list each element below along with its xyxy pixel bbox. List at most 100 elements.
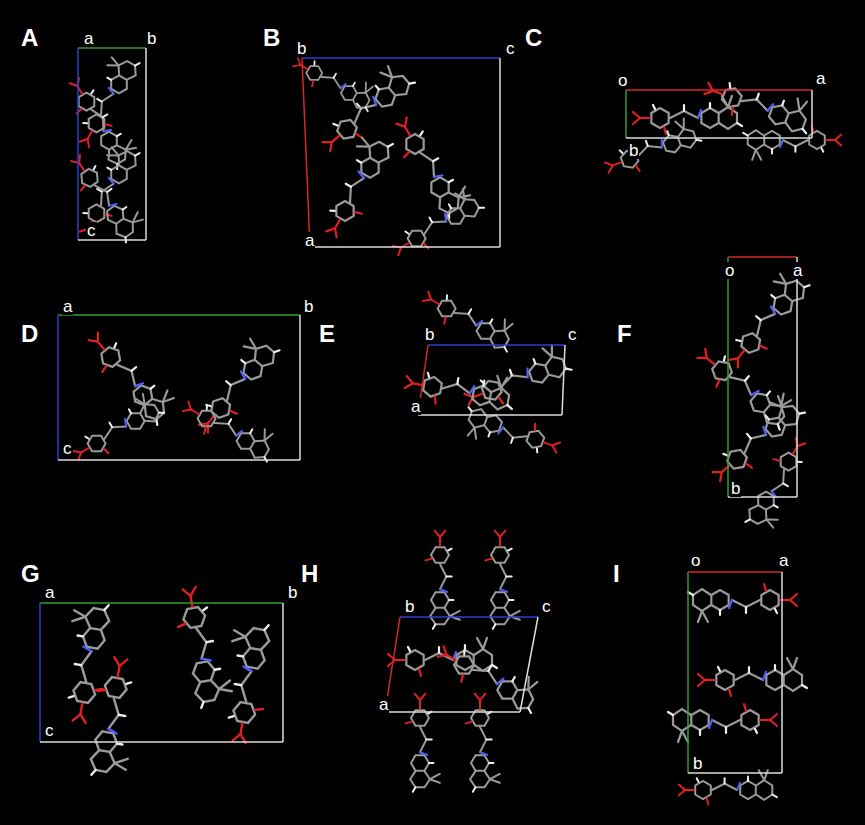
bond — [413, 383, 423, 385]
bond — [633, 118, 640, 124]
axis-label: a — [778, 552, 789, 569]
bond — [107, 189, 111, 192]
bond — [346, 184, 351, 187]
bond — [91, 769, 95, 775]
bond — [743, 133, 748, 136]
bond — [499, 397, 503, 404]
bond — [443, 317, 448, 323]
bond — [405, 382, 413, 389]
bond — [431, 547, 449, 563]
bond — [420, 694, 425, 700]
bond — [447, 655, 456, 660]
molecule — [739, 433, 818, 535]
bond — [495, 531, 500, 537]
molecule — [600, 115, 704, 181]
bond — [488, 666, 491, 671]
bond — [709, 103, 711, 108]
bond — [203, 607, 208, 610]
bond — [151, 386, 155, 389]
axis-label: b — [628, 142, 639, 159]
bond — [534, 359, 536, 364]
bond — [768, 103, 774, 112]
bond — [293, 62, 300, 69]
bond — [435, 297, 457, 320]
bond — [421, 216, 446, 234]
bond — [499, 537, 501, 546]
bond — [248, 436, 272, 461]
molecule — [688, 584, 797, 622]
bond — [419, 131, 423, 135]
panel-letter: B — [262, 26, 281, 50]
bond — [434, 173, 442, 180]
bond — [236, 429, 242, 437]
bond — [202, 657, 211, 662]
bond — [114, 763, 127, 769]
bond — [506, 576, 511, 578]
bond — [736, 338, 740, 342]
bond — [427, 373, 430, 377]
bond — [431, 300, 439, 305]
bond — [613, 162, 621, 165]
bond — [115, 757, 128, 766]
bond — [527, 708, 533, 713]
bond — [510, 611, 520, 616]
bond — [466, 722, 472, 724]
bond — [107, 73, 130, 95]
bond — [433, 624, 436, 629]
bond — [759, 770, 764, 780]
bond — [490, 774, 500, 779]
axis-label: c — [505, 40, 516, 57]
bond — [620, 150, 623, 154]
molecule — [702, 390, 810, 489]
molecule — [717, 266, 816, 374]
axis-label: b — [424, 326, 435, 343]
bond — [123, 207, 127, 210]
bond — [79, 714, 87, 723]
bond — [765, 520, 775, 528]
bond — [300, 65, 307, 69]
bond — [498, 427, 503, 435]
axis-label: b — [692, 755, 703, 772]
bond — [396, 248, 404, 256]
bond — [826, 139, 835, 141]
bond — [693, 589, 711, 611]
bond — [794, 98, 803, 110]
bond — [333, 123, 337, 127]
bond — [85, 432, 107, 455]
bond — [697, 778, 699, 782]
bond — [123, 140, 134, 150]
bond — [701, 349, 710, 358]
bond — [240, 357, 266, 383]
panel-letter: H — [300, 562, 319, 586]
bond — [103, 676, 128, 699]
bond — [449, 204, 451, 208]
bond — [388, 660, 395, 666]
bond — [457, 378, 458, 384]
bond — [80, 703, 82, 714]
bond — [767, 391, 770, 395]
bond — [748, 667, 750, 673]
bond — [159, 410, 164, 415]
bond — [431, 592, 449, 608]
bond — [477, 638, 483, 649]
bond — [633, 112, 640, 118]
bond — [420, 752, 427, 755]
bond — [83, 647, 92, 652]
bond — [243, 667, 252, 672]
bond — [232, 635, 245, 644]
bond — [410, 771, 430, 787]
bond — [790, 594, 797, 600]
bond — [104, 448, 109, 454]
bond — [250, 429, 252, 433]
bond — [752, 150, 756, 160]
bond — [101, 366, 108, 372]
bond — [716, 472, 725, 481]
axis-label: o — [617, 72, 628, 89]
bond — [566, 367, 572, 372]
bond — [413, 787, 416, 792]
bond — [467, 406, 489, 430]
bond — [96, 91, 114, 116]
bond — [73, 610, 86, 616]
bond — [109, 202, 116, 208]
bond — [740, 429, 766, 452]
